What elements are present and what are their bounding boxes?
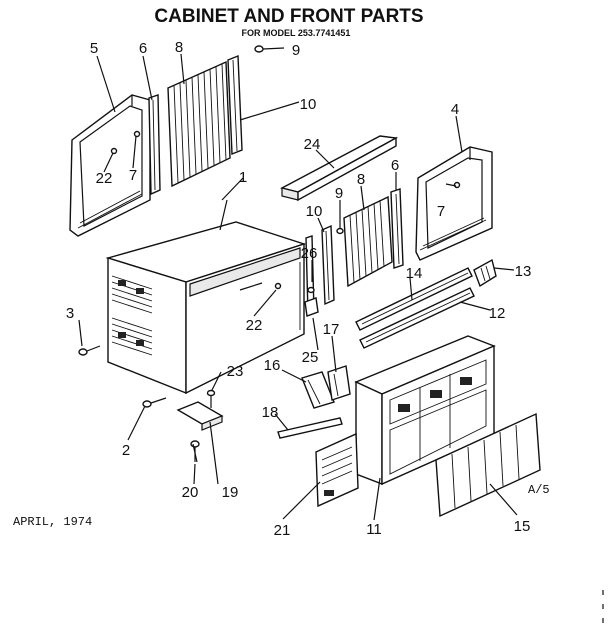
model-subtitle: FOR MODEL 253.7741451	[242, 28, 351, 38]
part-13-knob	[473, 258, 497, 288]
part-19-bracket	[176, 401, 224, 431]
callout-12: 12	[489, 305, 506, 322]
part-17-bracket	[327, 365, 351, 401]
part-23-screw	[206, 389, 216, 408]
page-code: A/5	[528, 483, 550, 497]
callout-4: 4	[451, 101, 459, 118]
callout-16: 16	[264, 357, 281, 374]
callout-19: 19	[222, 484, 239, 501]
part-1-cabinet	[105, 221, 307, 395]
part-4-side-frame	[415, 146, 493, 261]
callout-8-right: 8	[357, 171, 365, 188]
callout-9-right: 9	[335, 185, 343, 202]
callout-21: 21	[274, 522, 291, 539]
part-6-left-strip	[148, 94, 161, 196]
part-8-right-curtain	[343, 195, 393, 288]
callout-7-right: 7	[437, 203, 445, 220]
publication-date: APRIL, 1974	[13, 515, 92, 529]
part-18-rod	[277, 417, 343, 439]
callout-5: 5	[90, 40, 98, 57]
callout-numbers: 5 6 8 9 10 22 7 1 24 4 6 8 9 10 7 26 14 …	[66, 39, 532, 539]
part-14-louver	[355, 267, 473, 331]
callout-1: 1	[239, 169, 247, 186]
callout-11: 11	[366, 521, 382, 538]
part-10-right-channel	[321, 224, 344, 306]
callout-6-right: 6	[391, 157, 399, 174]
part-8-left-curtain	[167, 60, 231, 188]
callout-7: 7	[129, 167, 137, 184]
callout-6: 6	[139, 40, 147, 57]
callout-8: 8	[175, 39, 183, 56]
callout-20: 20	[182, 484, 199, 501]
part-6-right-strip	[390, 188, 404, 269]
part-24-top-rail	[280, 135, 399, 202]
part-10-left-channel	[227, 54, 243, 156]
callout-3: 3	[66, 305, 74, 322]
part-25-clip	[304, 297, 319, 317]
callout-17: 17	[323, 321, 340, 338]
diagram-title: CABINET AND FRONT PARTS	[154, 6, 423, 27]
part-15-panel	[435, 412, 541, 518]
part-2-screw	[142, 397, 167, 408]
callout-13: 13	[515, 263, 532, 280]
part-16-bracket	[301, 371, 335, 409]
part-12-louver	[359, 287, 475, 349]
callout-23: 23	[227, 363, 244, 380]
part-26-clip	[305, 235, 315, 315]
callout-10-right: 10	[306, 203, 323, 220]
part-9-top-screw	[254, 45, 285, 53]
callout-15: 15	[514, 518, 531, 535]
part-21-door	[315, 432, 359, 508]
callout-26: 26	[301, 245, 318, 262]
part-5-side-frame	[69, 94, 151, 237]
callout-14: 14	[406, 265, 423, 282]
part-3-screw	[78, 345, 101, 356]
callout-22: 22	[96, 170, 113, 187]
callout-22-center: 22	[246, 317, 263, 334]
callout-2: 2	[122, 442, 130, 459]
callout-18: 18	[262, 404, 279, 421]
callout-24: 24	[304, 136, 321, 153]
callout-10: 10	[300, 96, 317, 113]
part-20-screw	[190, 440, 200, 463]
callout-9: 9	[292, 42, 300, 59]
leader-lines	[78, 53, 518, 521]
callout-25: 25	[302, 349, 319, 366]
